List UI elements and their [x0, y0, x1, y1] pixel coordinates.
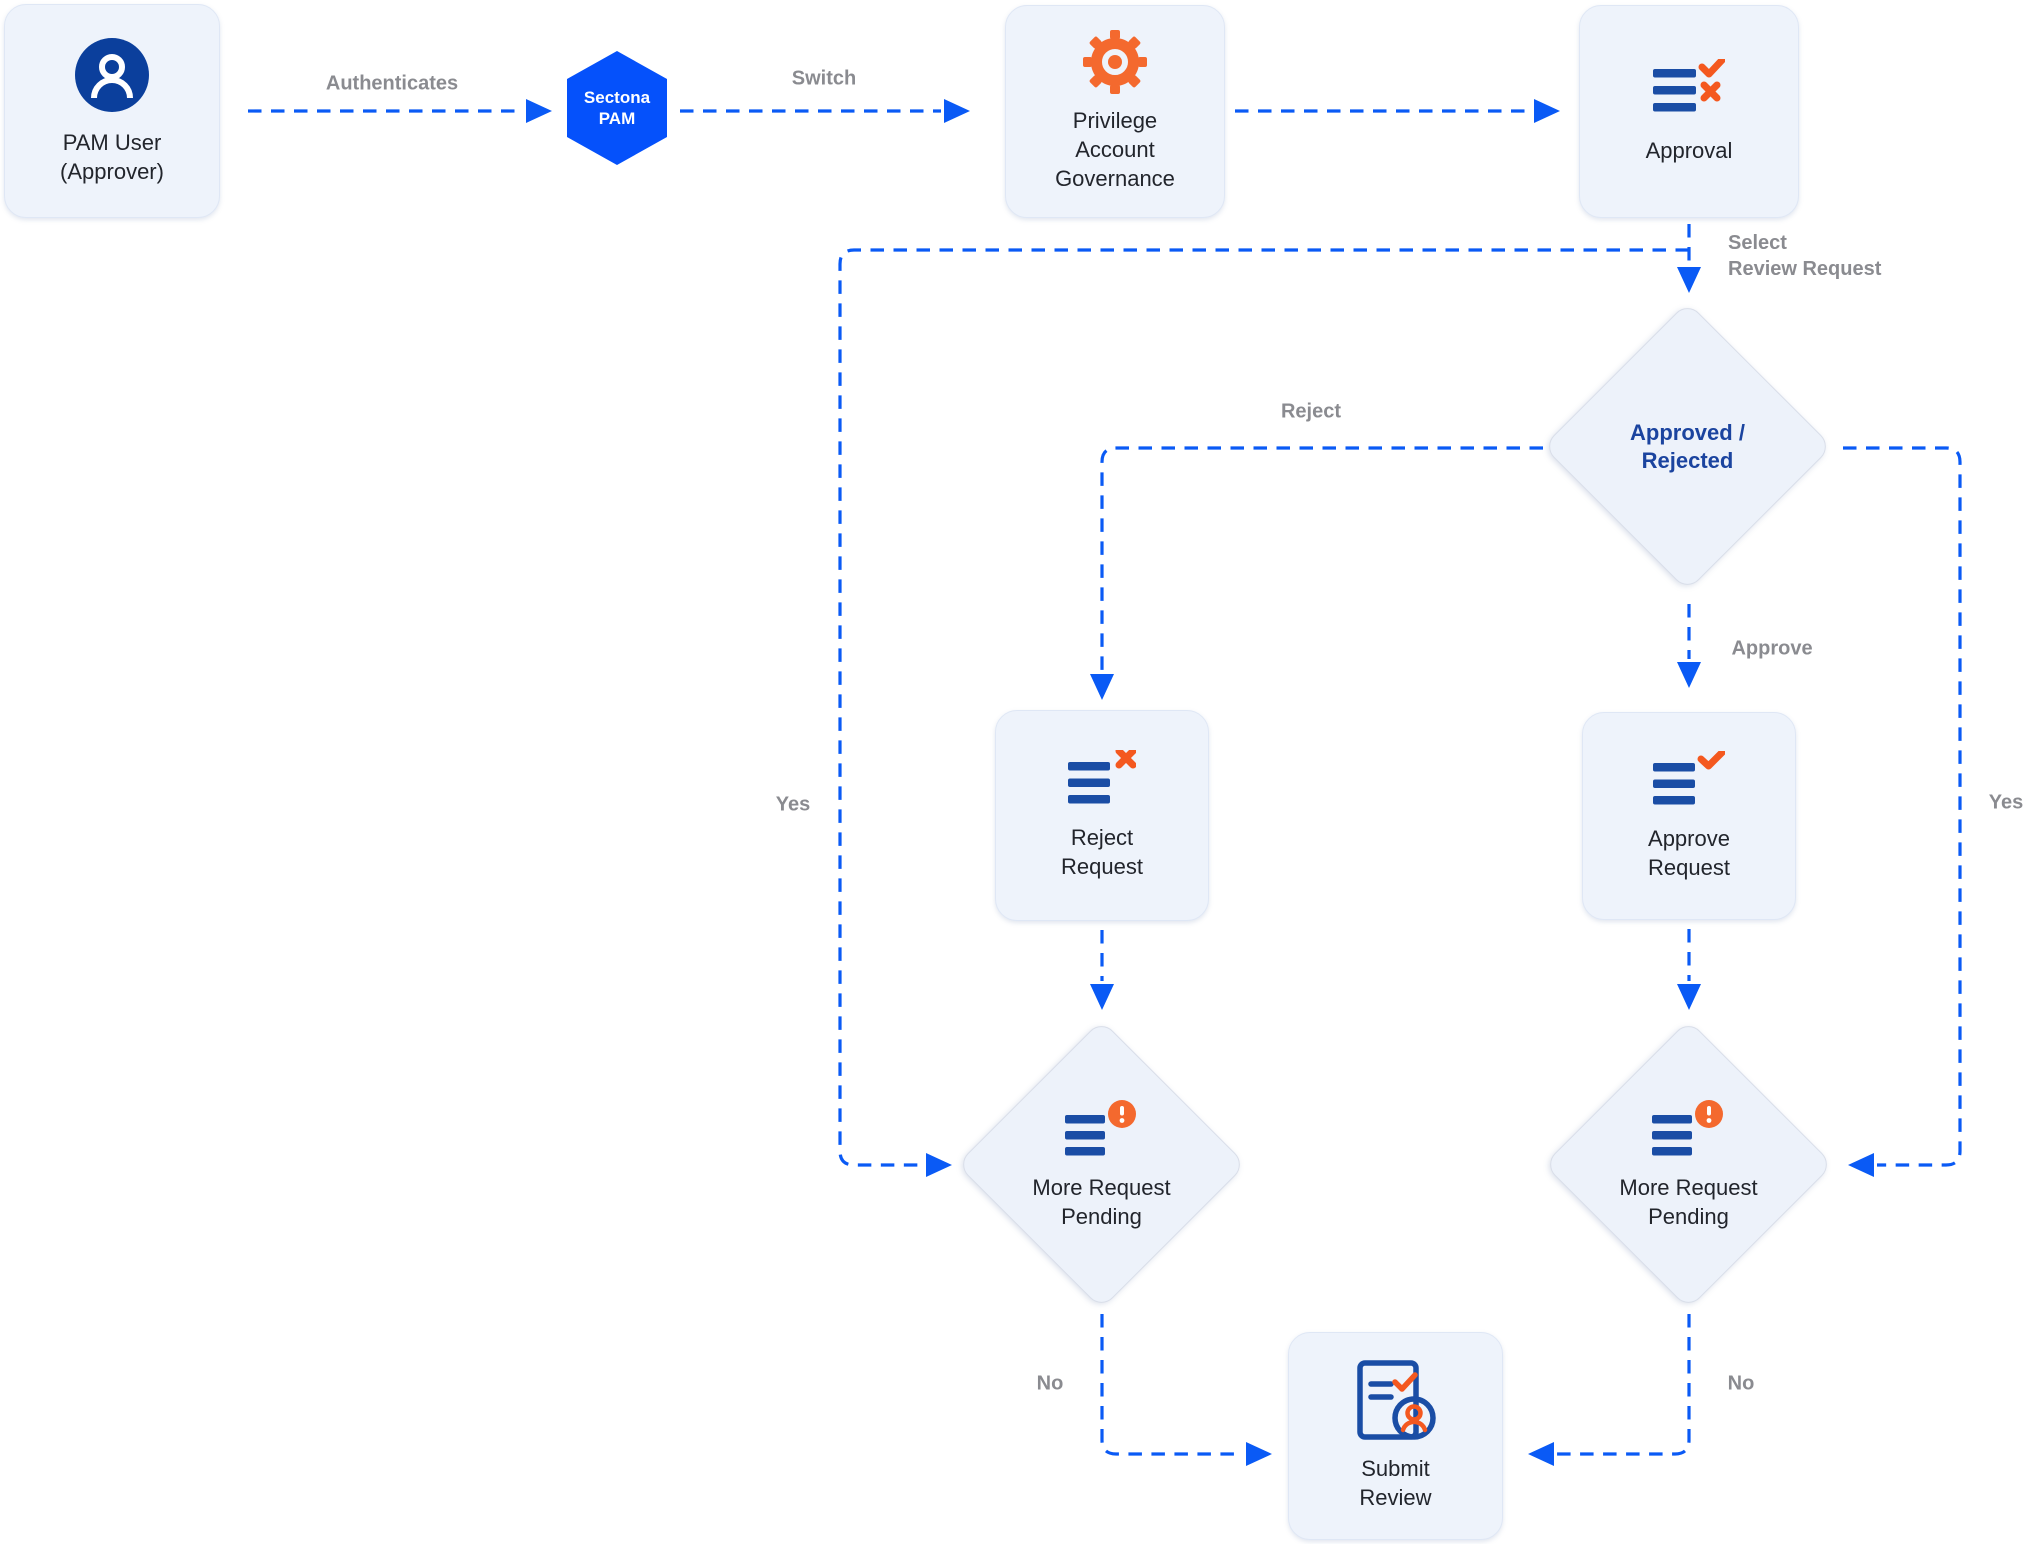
node-more-request-pending-left: More Request Pending [956, 1019, 1247, 1310]
node-privilege-account-governance: Privilege Account Governance [1005, 5, 1225, 218]
arrowhead-approve [1677, 662, 1701, 688]
node-sectona-pam: Sectona PAM [567, 51, 667, 165]
node-approve-request: Approve Request [1582, 712, 1796, 920]
edge-label-yes-right: Yes [1988, 791, 2024, 814]
edge-label-switch: Switch [791, 67, 857, 90]
edge-no-left [1100, 1314, 1243, 1456]
list-alert-icon [1651, 1099, 1723, 1155]
node-pam-user: PAM User (Approver) [4, 4, 220, 218]
node-approval: Approval [1579, 5, 1799, 218]
node-label-more-request-pending-right: More Request Pending [1619, 1174, 1758, 1229]
list-check-icon [1653, 750, 1725, 804]
arrowhead-governance-to-approval [1534, 99, 1560, 123]
node-approved-rejected: Approved / Rejected [1542, 301, 1833, 592]
node-label-pam-user: PAM User (Approver) [60, 129, 164, 184]
arrowhead-yes-left [926, 1153, 952, 1177]
list-alert-icon [1064, 1099, 1136, 1155]
hexagon-icon [567, 51, 667, 165]
document-review-icon [1356, 1360, 1436, 1440]
arrowhead-authenticates [526, 99, 552, 123]
node-label-privilege-account-governance: Privilege Account Governance [1055, 108, 1175, 191]
node-submit-review: Submit Review [1288, 1332, 1503, 1540]
edge-yes-right-loop [1843, 446, 1962, 1167]
edge-label-no-right: No [1727, 1372, 1755, 1395]
user-icon [75, 37, 149, 112]
edge-yes-left-loop [838, 248, 1689, 1167]
arrowhead-no-left [1246, 1442, 1272, 1466]
node-label-submit-review: Submit Review [1359, 1456, 1432, 1510]
node-label-more-request-pending-left: More Request Pending [1032, 1174, 1171, 1229]
arrowhead-reject [1090, 674, 1114, 700]
arrowhead-select-review-request [1677, 267, 1701, 293]
node-label-approved-rejected: Approved / Rejected [1630, 419, 1745, 473]
edge-label-no-left: No [1036, 1372, 1064, 1395]
arrowhead-yes-right [1848, 1153, 1874, 1177]
node-more-request-pending-right: More Request Pending [1543, 1019, 1834, 1310]
edge-label-authenticates: Authenticates [325, 72, 459, 95]
arrowhead-reject-to-pending [1090, 984, 1114, 1010]
node-reject-request: Reject Request [995, 710, 1209, 921]
node-label-approval: Approval [1645, 137, 1733, 163]
node-label-reject-request: Reject Request [1061, 825, 1143, 879]
arrowhead-approve-to-pending [1677, 984, 1701, 1010]
list-x-icon [1068, 750, 1136, 804]
arrowhead-switch [944, 99, 970, 123]
edge-label-reject: Reject [1280, 400, 1342, 423]
edge-label-select-review-request: Select Review Request [1728, 232, 1882, 280]
edge-no-right [1557, 1314, 1691, 1456]
list-check-x-icon [1653, 58, 1725, 111]
edge-reject [1100, 446, 1543, 671]
gear-icon [1083, 30, 1147, 94]
arrowhead-no-right [1528, 1442, 1554, 1466]
edge-label-yes-left: Yes [775, 793, 811, 816]
node-label-approve-request: Approve Request [1648, 825, 1730, 880]
node-label-sectona-pam: Sectona PAM [583, 88, 651, 128]
edge-label-approve: Approve [1731, 637, 1813, 660]
